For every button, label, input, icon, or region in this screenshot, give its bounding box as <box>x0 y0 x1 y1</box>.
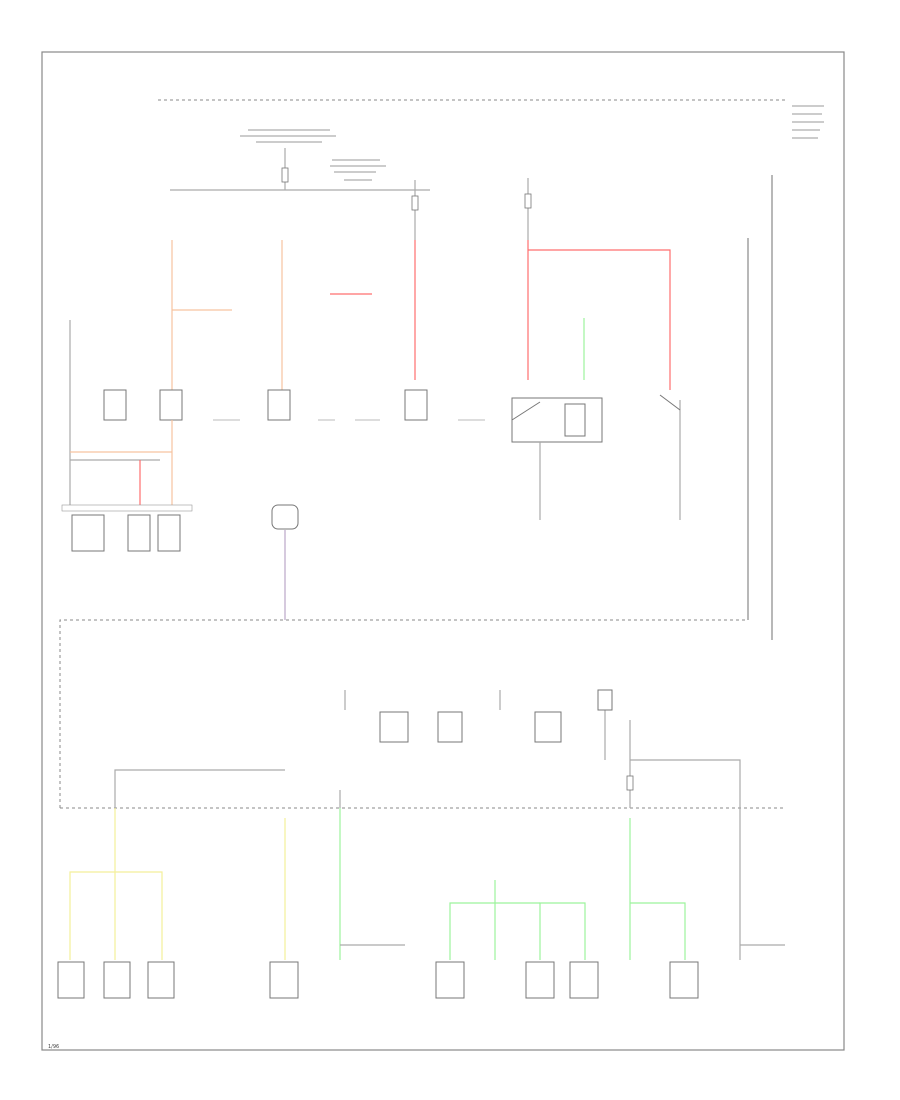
component-blower <box>71 514 105 552</box>
connector-row-left <box>61 504 193 552</box>
fuse-panel-header-left <box>240 129 336 143</box>
component-mid-4 <box>534 711 562 743</box>
bottom-component-2 <box>103 961 131 999</box>
component-row-bottom <box>57 961 699 999</box>
legend-note-top-right <box>790 100 826 146</box>
bottom-component-5 <box>435 961 465 999</box>
bottom-component-7 <box>569 961 599 999</box>
wire-green-6 <box>630 902 686 960</box>
footer-code: 1/96 <box>48 1044 59 1050</box>
component-dome <box>157 514 181 552</box>
component-7 <box>404 389 428 421</box>
component-mid-2 <box>437 711 463 743</box>
relay-box <box>511 397 603 443</box>
wire-green-2 <box>449 902 540 960</box>
mid-bus-line <box>59 619 748 808</box>
wire-yellow-2 <box>69 871 163 960</box>
fuse-top-3 <box>524 193 532 209</box>
component-mid-1 <box>379 711 409 743</box>
relay-small <box>597 689 613 711</box>
fuse-panel-header-mid <box>330 159 386 181</box>
component-fuel <box>127 514 151 552</box>
component-2 <box>159 389 183 421</box>
bottom-component-6 <box>525 961 555 999</box>
wire-mid-return <box>630 759 741 808</box>
bottom-component-3 <box>147 961 175 999</box>
bottom-component-4 <box>269 961 299 999</box>
wire-red-4 <box>528 249 671 390</box>
wire-left-top-bottom <box>114 769 285 808</box>
diagram-frame <box>41 51 845 1051</box>
component-row-top <box>103 389 485 421</box>
fuse-top-1 <box>281 167 289 183</box>
fuse-mid <box>626 775 634 791</box>
bottom-component-8 <box>669 961 699 999</box>
wire-green-4 <box>539 902 586 960</box>
component-1 <box>103 389 127 421</box>
component-4 <box>267 389 291 421</box>
fuse-top-2 <box>411 195 419 211</box>
connector-center <box>271 504 299 530</box>
bottom-component-1 <box>57 961 85 999</box>
